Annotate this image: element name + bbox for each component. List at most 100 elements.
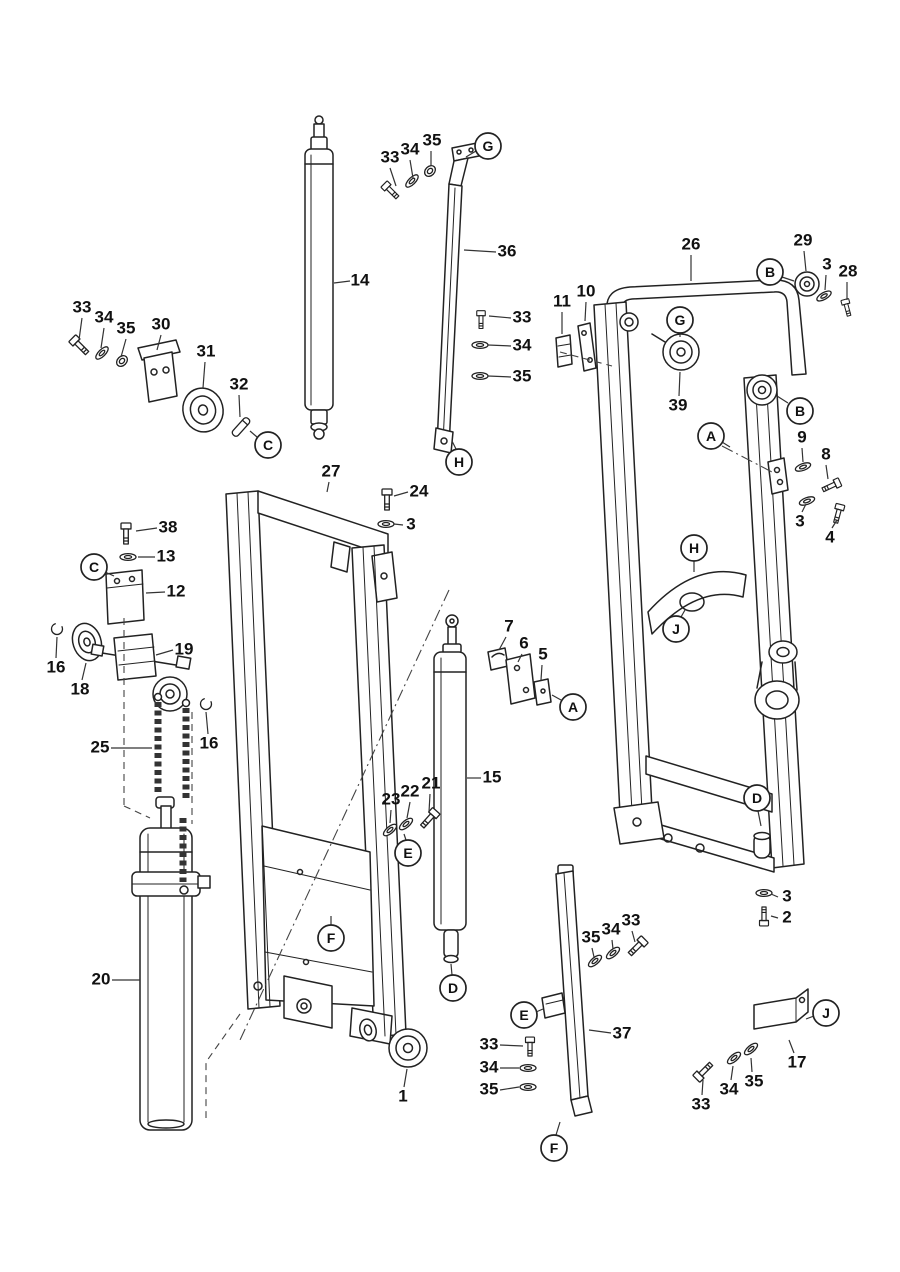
pin-icon [231,417,251,437]
washer-icon [794,462,812,472]
bolt-icon [627,935,649,957]
part-30-bracket-drawing [137,339,181,403]
leader-line [591,947,595,958]
part-37-bar-drawing [541,864,593,1117]
callout-circle [317,924,345,952]
callout-letter: B [795,403,805,419]
leader-line [389,809,392,824]
callout-circle [80,553,108,581]
part-number-label-35: 35 [480,1079,499,1098]
part-number-label-29: 29 [794,230,813,249]
section-callout-B: B [756,258,784,286]
part-number-label-35: 35 [582,927,601,946]
part-number-label-17: 17 [788,1052,807,1071]
part-7-clamp-drawing [487,647,509,671]
part-number-label-16: 16 [200,733,219,752]
leader-line [498,636,507,651]
part-number-label-33: 33 [480,1034,499,1053]
part-12-bracket-drawing [105,569,145,625]
leader-line [488,315,512,319]
section-callout-C: C [254,431,282,459]
section-callout-D: D [743,784,771,812]
leader-line [701,1079,704,1096]
nut-icon [116,355,128,367]
leader-line [721,441,731,448]
callout-circle [786,397,814,425]
washer-icon [382,823,398,837]
leader-line [155,649,174,656]
bolt-icon [476,310,486,330]
part-number-label-4: 4 [825,527,835,546]
part-number-label-9: 9 [797,427,806,446]
leader-line [678,371,681,397]
part-number-label-5: 5 [538,644,547,663]
part-number-label-39: 39 [669,395,688,414]
part-25-lift-chains-drawing [153,692,191,882]
leader-line [55,636,58,659]
part-18-roller-drawing [71,622,103,662]
leader-line [393,523,404,526]
part-number-label-32: 32 [230,374,249,393]
part-number-label-35: 35 [423,130,442,149]
part-number-label-34: 34 [602,919,621,938]
part-number-label-30: 30 [152,314,171,333]
part-number-label-2: 2 [782,907,791,926]
part-number-label-11: 11 [553,291,571,310]
leader-line [428,793,431,813]
washer-icon [471,340,489,350]
callout-circle [254,431,282,459]
part-number-label-37: 37 [613,1023,632,1042]
part-number-label-3: 3 [795,511,804,530]
callout-circle [439,974,467,1002]
bolt-icon [758,906,770,927]
section-callout-D: D [439,974,467,1002]
bolt-icon [524,1036,536,1057]
part-number-label-16: 16 [47,657,66,676]
leader-line [403,833,407,841]
section-callout-F: F [317,924,345,952]
leader-line [551,694,562,701]
section-callout-F: F [540,1134,568,1162]
bolt-icon [419,807,441,829]
part-number-label-31: 31 [197,341,216,360]
part-20-cylinder-drawing [131,796,211,1131]
leader-line [776,395,789,404]
bolt-icon [120,522,132,545]
callout-letter: F [327,930,336,946]
washer-icon [398,817,414,831]
leader-line [120,338,127,358]
leader-line [487,375,512,378]
leader-lines-layer [55,150,848,1136]
section-callout-A: A [697,422,725,450]
leader-line [403,1068,408,1088]
leader-line [730,1065,734,1081]
callout-circle [756,258,784,286]
part-number-label-34: 34 [95,307,114,326]
bolt-icon [821,477,843,493]
part-number-label-8: 8 [821,444,830,463]
washer-icon [95,346,109,360]
section-callout-E: E [394,839,422,867]
part-36-bar-drawing [433,142,480,454]
part-14-cylinder-drawing [304,115,334,440]
part-number-label-1: 1 [398,1086,407,1105]
washer-icon [816,290,832,302]
callout-letter: A [568,699,578,715]
leader-line [680,609,686,618]
section-callout-H: H [445,448,473,476]
part-number-label-23: 23 [382,789,401,808]
leader-line [584,301,587,322]
leader-line [78,317,83,341]
leader-line [333,280,351,284]
callout-letter: E [403,845,412,861]
callout-circle [662,615,690,643]
callout-circle [540,1134,568,1162]
leader-line [465,150,477,158]
part-number-label-25: 25 [91,737,110,756]
leader-line [788,1039,795,1054]
leader-line [145,591,166,594]
callout-circle [680,534,708,562]
leader-line [831,519,838,529]
callout-letter: C [263,437,273,453]
section-callout-E: E [510,1001,538,1029]
